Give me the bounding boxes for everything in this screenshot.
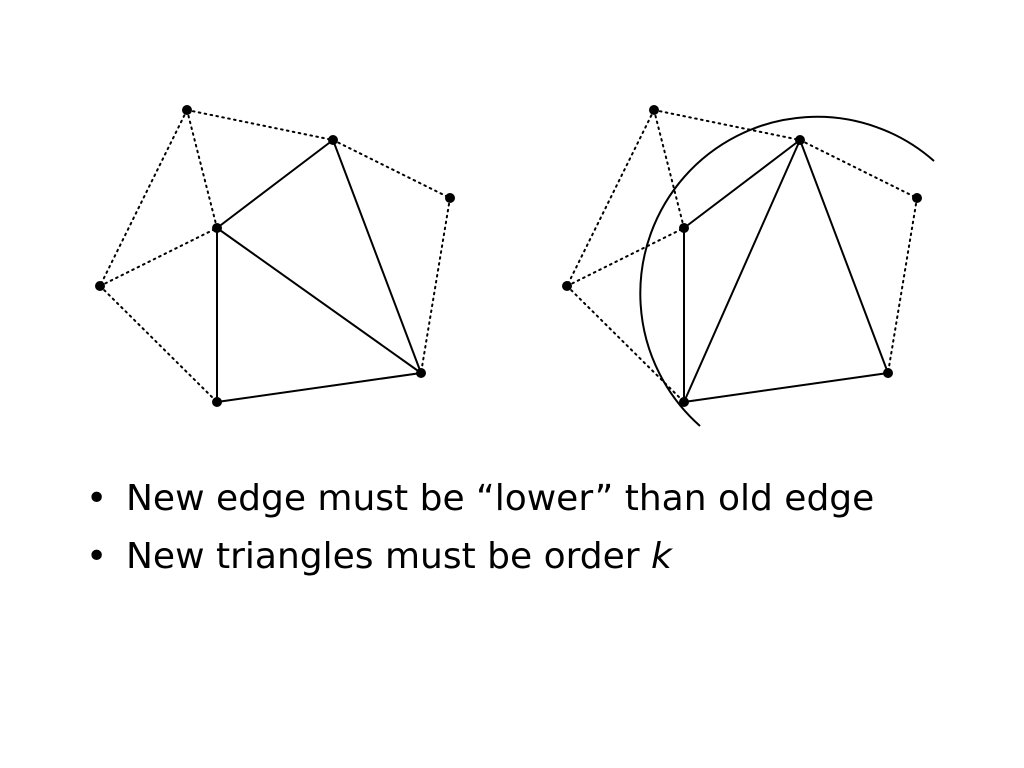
bullet-list: •New edge must be “lower” than old edge … [86,470,874,586]
solid-edge [683,372,889,403]
solid-edge [799,139,889,374]
vertex-point [212,397,222,407]
dotted-edge [99,227,218,287]
solid-edge [216,372,422,403]
bullet-item-order-k: • New triangles must be order k [86,528,874,586]
vertex-point [649,105,659,115]
dotted-edge [566,109,655,287]
dotted-edge [99,285,218,403]
dotted-edge [566,227,685,287]
vertex-point [95,281,105,291]
bullet-marker: • [86,478,108,519]
vertex-point [562,281,572,291]
bullet-marker: • [86,536,108,577]
solid-edge [216,227,422,374]
vertex-point [445,193,455,203]
bullet-text: New triangles must be order [126,536,652,577]
vertex-point [912,193,922,203]
solid-edge [683,139,801,403]
solid-edge [216,139,334,229]
dotted-edge [653,109,801,141]
bullet-text: New edge must be “lower” than old edge [126,478,875,519]
dotted-edge [653,109,685,229]
dotted-edge [99,109,188,287]
circumcircle-arc [639,115,935,427]
vertex-point [883,368,893,378]
dotted-edge [186,109,334,141]
left-triangulation [95,105,455,407]
vertex-point [679,397,689,407]
right-triangulation [562,105,935,427]
vertex-point [416,368,426,378]
vertex-point [795,135,805,145]
vertex-point [212,223,222,233]
bullet-item-lower-edge: • New edge must be “lower” than old edge [86,470,874,528]
vertex-point [182,105,192,115]
solid-edge [332,139,422,374]
solid-edge [683,139,801,229]
dotted-edge [799,139,918,199]
bullet-emphasis: k [651,536,672,577]
triangulation-diagram [95,105,935,427]
vertex-point [679,223,689,233]
vertex-point [328,135,338,145]
dotted-edge [887,197,918,374]
dotted-edge [332,139,451,199]
dotted-edge [186,109,218,229]
dotted-edge [420,197,451,374]
